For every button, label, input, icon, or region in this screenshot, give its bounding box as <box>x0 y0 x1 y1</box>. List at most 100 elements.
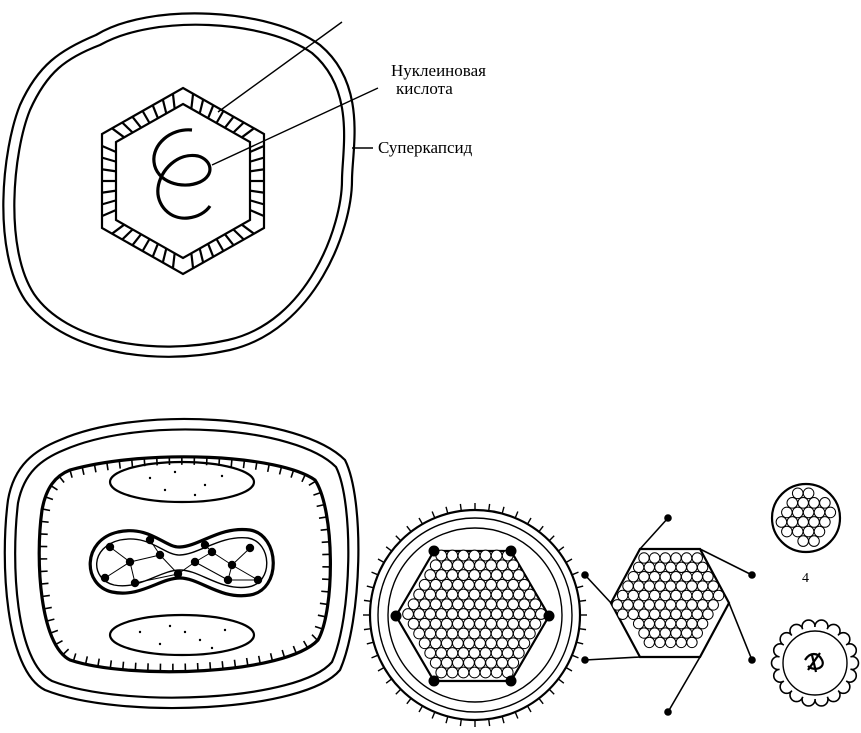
capsomere <box>680 552 693 564</box>
capsomere <box>501 588 514 601</box>
core-spike <box>50 629 59 634</box>
capsid-hatch-mark <box>232 122 245 134</box>
envelope-spike <box>371 654 379 659</box>
lateral-dot <box>203 483 207 487</box>
capsomere <box>648 571 661 583</box>
label-nucleic-acid-line1: Нуклеиновая <box>391 61 486 80</box>
core-spike <box>318 516 328 519</box>
round-virus-envelope-spikes <box>363 503 587 727</box>
capsomere <box>474 637 486 650</box>
small-virus-bottom-nucleic-acid <box>804 652 824 673</box>
capsomere <box>507 559 520 572</box>
capsomere <box>512 569 525 581</box>
capsomere <box>424 608 437 620</box>
capsomere <box>670 589 682 602</box>
core-spike <box>46 618 55 622</box>
capsomere <box>429 617 442 630</box>
label-supercapsid: Суперкапсид <box>378 138 473 157</box>
capsomere <box>675 599 687 611</box>
capsomere <box>648 589 661 602</box>
capsomere <box>675 636 687 649</box>
envelope-spike <box>571 654 579 659</box>
core-spike <box>314 625 323 630</box>
capsomere <box>424 588 437 601</box>
envelope-spike <box>406 525 412 533</box>
dna-node <box>145 535 155 545</box>
capsomere <box>712 589 725 602</box>
envelope-spike <box>377 666 385 672</box>
capsomere <box>501 569 514 581</box>
capsomere <box>643 617 656 630</box>
capsomere <box>680 627 693 639</box>
capsomere <box>435 569 448 581</box>
capsomere <box>440 598 453 611</box>
capsomere <box>529 617 542 630</box>
capsomere <box>485 656 497 669</box>
capsomere <box>424 647 437 659</box>
dna-node <box>207 547 217 557</box>
core-spike <box>93 464 97 473</box>
capsomere <box>474 578 486 591</box>
adenovirus-capsid <box>609 547 731 659</box>
core-spike <box>43 606 52 610</box>
capsid-hatch-mark <box>111 223 126 235</box>
capsomere <box>529 598 542 611</box>
capsomere <box>501 627 514 640</box>
capsomere <box>507 617 520 630</box>
capsid-hatch-mark <box>198 99 205 114</box>
capsomere <box>457 569 470 581</box>
capsomere <box>490 588 503 601</box>
capsomere <box>813 525 826 538</box>
capsid-hatch-mark <box>111 127 126 139</box>
capsomere <box>413 588 426 601</box>
envelope-spike <box>418 705 424 713</box>
core-spike <box>290 469 295 478</box>
dna-node <box>155 550 165 560</box>
capsomere <box>479 608 492 620</box>
capsid-hatch-mark <box>161 99 168 114</box>
fiber-knob <box>664 514 672 522</box>
lateral-dot <box>158 642 162 646</box>
capsid-hatch-mark <box>215 110 225 124</box>
capsomere <box>485 617 497 630</box>
small-virus-top-capsomeres <box>775 487 837 547</box>
capsomere <box>418 578 431 591</box>
capsomere <box>616 589 629 602</box>
capsomere <box>523 588 536 601</box>
core-spike <box>81 466 85 475</box>
capsomere <box>791 525 804 538</box>
capsomere <box>654 580 666 592</box>
core-spike <box>319 602 328 606</box>
capsomere <box>468 549 481 562</box>
core-spike <box>281 649 286 658</box>
core-spike <box>242 460 246 469</box>
core-spike <box>321 590 330 593</box>
core-spike <box>109 660 113 669</box>
capsid-hatch-mark <box>240 223 255 235</box>
capsomere <box>457 608 470 620</box>
fiber <box>699 548 753 576</box>
core-spike <box>313 491 322 496</box>
capsomere <box>819 497 831 509</box>
lateral-body-dots <box>138 470 227 650</box>
capsomere <box>485 598 497 611</box>
capsomere <box>457 549 470 562</box>
capsomere <box>523 608 536 620</box>
envelope-spike <box>526 705 532 713</box>
capsomere <box>474 656 486 669</box>
core-spike <box>40 520 49 523</box>
envelope-spike <box>445 716 449 724</box>
fiber-knob <box>581 571 589 579</box>
capsomere <box>474 559 486 572</box>
capsomere <box>413 608 426 620</box>
capsomere <box>507 637 520 650</box>
lateral-dot <box>198 638 202 642</box>
capsomere <box>819 516 831 528</box>
core-spike <box>233 659 237 668</box>
oval-virus <box>3 417 360 710</box>
core-spike <box>50 484 58 491</box>
capsid-hatch-mark <box>131 116 143 129</box>
capsid-hatch-mark <box>171 253 176 269</box>
capsid-vertex <box>428 675 440 687</box>
